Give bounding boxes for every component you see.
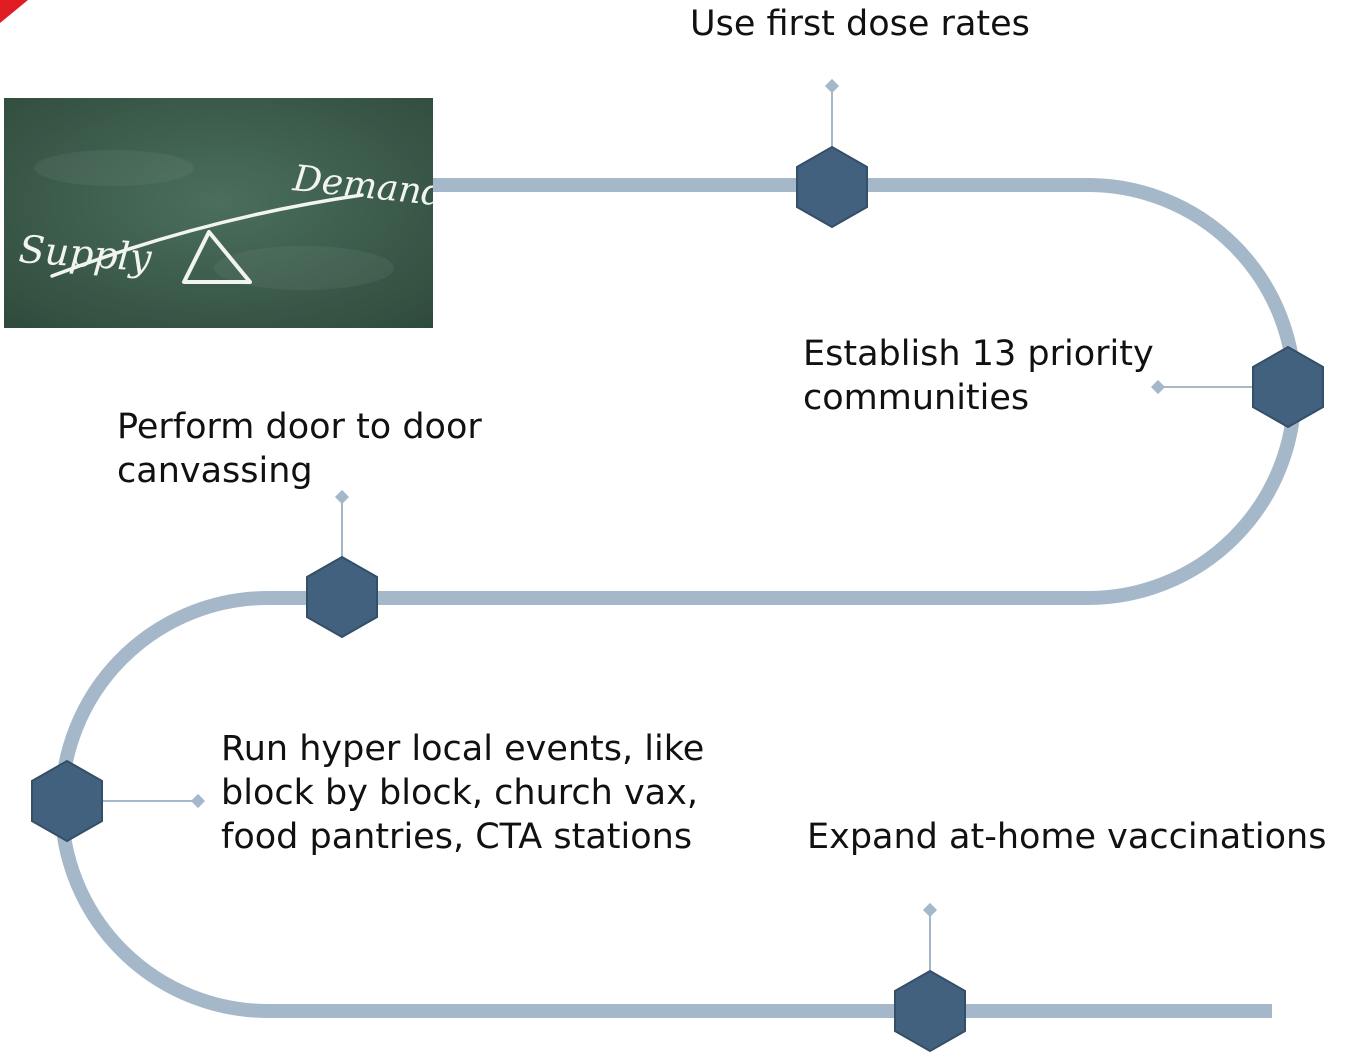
seesaw-beam bbox=[50, 193, 364, 278]
step-3-hexagon-icon bbox=[306, 555, 378, 639]
step-4-connector-dot bbox=[190, 793, 206, 809]
step-1-marker bbox=[796, 78, 868, 229]
corner-accent-shape bbox=[0, 0, 28, 23]
step-3-label: Perform door to door canvassing bbox=[117, 405, 482, 493]
step-4-marker bbox=[31, 759, 206, 843]
step-5-hexagon-icon bbox=[894, 969, 966, 1053]
step-1-connector-dot bbox=[824, 78, 840, 94]
step-5-label-line-1: Expand at-home vaccinations bbox=[807, 817, 1327, 857]
chalk-smudge bbox=[34, 150, 194, 186]
step-4-label-line-3: food pantries, CTA stations bbox=[221, 817, 693, 857]
step-1-label: Use first dose rates bbox=[690, 2, 1030, 46]
step-2-hexagon-icon bbox=[1252, 345, 1324, 429]
chalkboard-drawing: Supply Demand bbox=[4, 98, 433, 328]
step-2-label-line-1: Establish 13 priority bbox=[803, 334, 1154, 374]
chalkboard-background bbox=[4, 98, 433, 328]
chalk-word-supply: Supply bbox=[17, 227, 153, 280]
step-4-label-line-1: Run hyper local events, like bbox=[221, 729, 705, 769]
step-1-label-line-1: Use first dose rates bbox=[690, 4, 1030, 44]
step-4-label-line-2: block by block, church vax, bbox=[221, 773, 698, 813]
step-5-marker bbox=[894, 902, 966, 1053]
seesaw-fulcrum bbox=[182, 230, 252, 284]
step-2-marker bbox=[1150, 345, 1324, 429]
step-4-label: Run hyper local events, like block by bl… bbox=[221, 727, 704, 859]
step-1-hexagon-icon bbox=[796, 145, 868, 229]
step-3-connector-dot bbox=[334, 489, 350, 505]
step-3-label-line-1: Perform door to door bbox=[117, 407, 482, 447]
step-4-hexagon-icon bbox=[31, 759, 103, 843]
step-2-label-line-2: communities bbox=[803, 378, 1030, 418]
step-3-marker bbox=[306, 489, 378, 639]
step-5-connector-dot bbox=[922, 902, 938, 918]
corner-accent bbox=[0, 0, 28, 23]
supply-demand-image: Supply Demand bbox=[4, 98, 433, 328]
step-2-connector-dot bbox=[1150, 379, 1166, 395]
chalk-smudge bbox=[214, 246, 394, 290]
step-3-label-line-2: canvassing bbox=[117, 451, 313, 491]
roadmap-path bbox=[54, 178, 1302, 1018]
step-5-label: Expand at-home vaccinations bbox=[807, 815, 1326, 859]
step-2-label: Establish 13 priority communities bbox=[803, 332, 1154, 420]
